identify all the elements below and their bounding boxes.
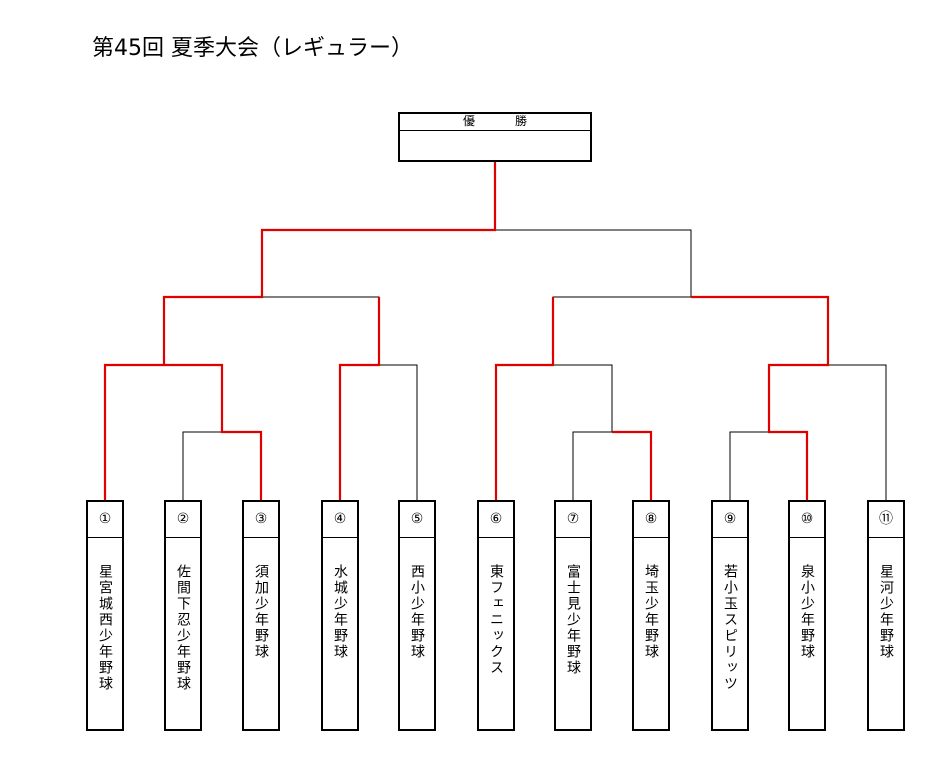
line-r2-b-loser [340,364,418,500]
team-card-7: ⑦ 富士見少年野球 [554,500,592,731]
team-name: 埼玉少年野球 [643,564,659,660]
team-name: 須加少年野球 [253,564,269,660]
team-name: 泉小少年野球 [799,564,815,660]
team-card-9: ⑨ 若小玉スピリッツ [711,500,749,731]
page-title: 第45回 夏季大会（レギュラー） [92,36,413,61]
team-name: 水城少年野球 [332,564,348,660]
win-line-8 [612,430,653,500]
line-r2-d-loser [828,364,887,500]
team-name: 若小玉スピリッツ [722,564,738,692]
team-number: ② [166,502,200,538]
line-r2-a-loser [105,364,223,432]
line-sf-b-loser [495,229,692,297]
team-number: ① [88,502,122,538]
team-number: ⑦ [556,502,590,538]
team-name: 西小少年野球 [409,564,425,660]
win-line-4 [338,297,381,500]
win-line-10 [691,295,830,500]
team-number: ⑤ [400,502,434,538]
line-r3-a-loser [262,296,380,365]
winner-label: 優 勝 [400,114,590,131]
line-r2-c-loser [496,364,613,432]
team-number: ⑪ [869,502,903,538]
team-card-1: ① 星宮城西少年野球 [86,500,124,731]
win-line-1 [103,162,497,500]
team-number: ③ [244,502,278,538]
team-name: 東フェニックス [488,564,504,676]
team-card-2: ② 佐間下忍少年野球 [164,500,202,731]
team-card-3: ③ 須加少年野球 [242,500,280,731]
line-match-2-3-loser [182,431,222,500]
team-number: ⑥ [479,502,513,538]
line-match-9-10-loser [729,431,769,500]
team-number: ⑨ [713,502,747,538]
team-name: 星宮城西少年野球 [97,564,113,692]
win-line-6 [494,297,555,500]
team-card-6: ⑥ 東フェニックス [477,500,515,731]
team-name: 星河少年野球 [878,564,894,660]
team-card-11: ⑪ 星河少年野球 [867,500,905,731]
team-card-4: ④ 水城少年野球 [321,500,359,731]
team-number: ⑧ [634,502,668,538]
line-r3-b-loser [552,296,691,365]
team-number: ④ [323,502,357,538]
team-card-10: ⑩ 泉小少年野球 [788,500,826,731]
bracket-lines-red [103,162,830,500]
team-number: ⑩ [790,502,824,538]
team-card-8: ⑧ 埼玉少年野球 [632,500,670,731]
team-card-5: ⑤ 西小少年野球 [398,500,436,731]
team-name: 佐間下忍少年野球 [175,564,191,692]
win-line-3 [164,363,263,500]
winner-box: 優 勝 [398,112,592,162]
team-name: 富士見少年野球 [565,564,581,676]
line-match-7-8-loser [572,431,612,500]
